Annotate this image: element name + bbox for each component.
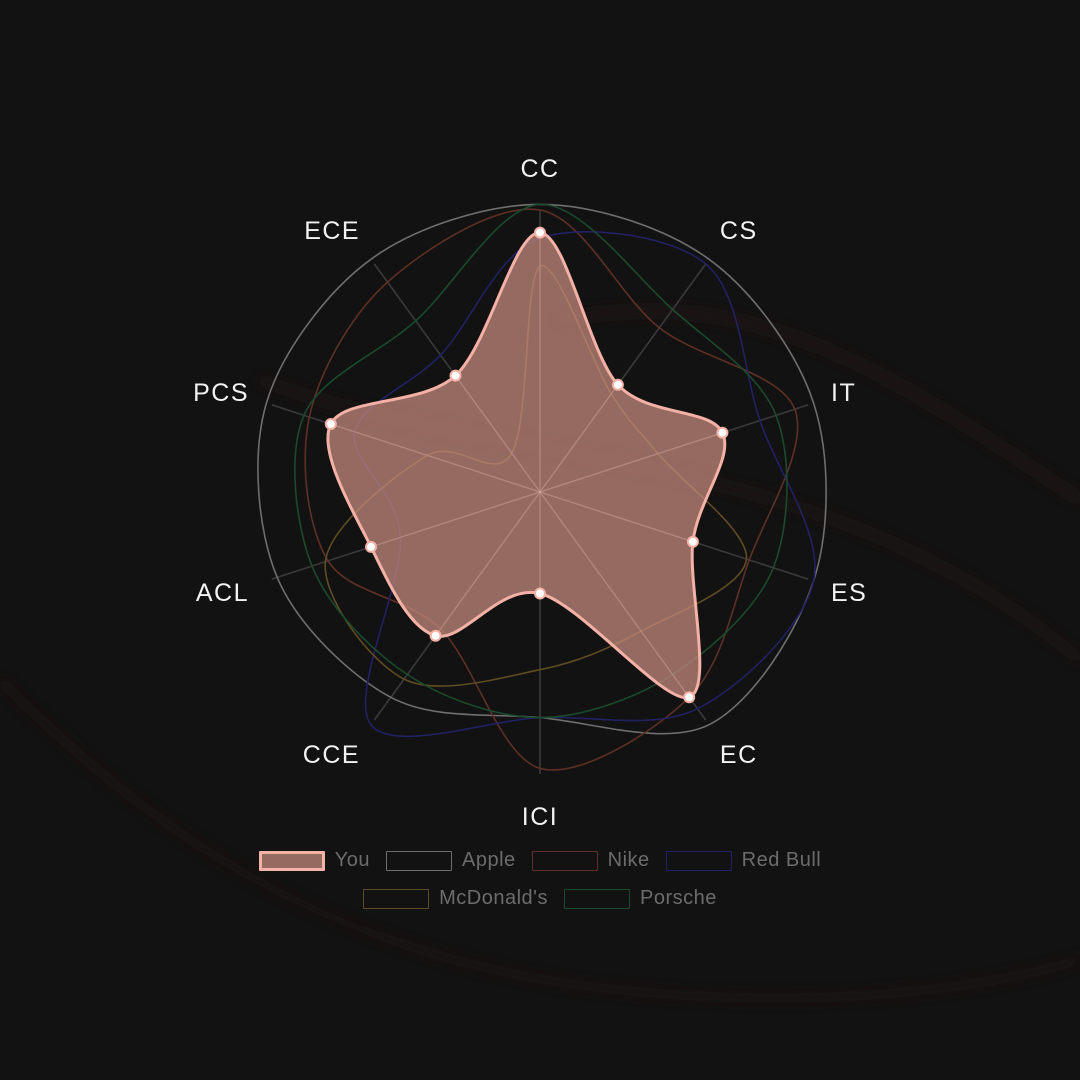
you-point-acl[interactable] xyxy=(365,540,377,553)
series-line-nike xyxy=(304,208,799,771)
you-point-it[interactable] xyxy=(716,426,729,439)
legend-row-2: McDonald's Porsche xyxy=(0,887,1080,910)
axis-label-cce: CCE xyxy=(303,741,360,769)
legend-swatch-nike xyxy=(531,850,598,871)
you-point-pcs[interactable] xyxy=(324,418,337,430)
legend-item-you[interactable]: You xyxy=(258,849,370,872)
axis-label-ec: EC xyxy=(720,741,758,769)
legend-item-apple[interactable]: Apple xyxy=(385,849,516,872)
you-spoke-cce xyxy=(435,491,541,637)
you-point-es[interactable] xyxy=(686,535,699,548)
axis-label-ici: ICI xyxy=(522,803,558,831)
legend-row-1: You Apple Nike Red Bull xyxy=(0,849,1080,872)
axis-label-ece: ECE xyxy=(304,217,360,245)
legend-label-red-bull: Red Bull xyxy=(741,849,822,871)
radar-series xyxy=(257,203,827,771)
you-spoke-it xyxy=(539,432,723,493)
axis-labels: CC CS IT ES EC ICI CCE ACL PCS ECE xyxy=(193,155,867,831)
axis-label-cs: CS xyxy=(720,217,758,245)
you-spoke-ece xyxy=(454,375,541,493)
legend-label-you: You xyxy=(334,849,370,871)
legend-swatch-you xyxy=(258,850,325,871)
legend-item-porsche[interactable]: Porsche xyxy=(563,887,717,910)
you-point-ece[interactable] xyxy=(449,369,462,382)
you-point-ici[interactable] xyxy=(534,587,546,600)
series-line-you xyxy=(326,231,727,700)
legend-label-nike: Nike xyxy=(607,849,650,871)
you-point-cs[interactable] xyxy=(611,378,624,391)
you-spoke-acl xyxy=(370,491,541,548)
axis-label-es: ES xyxy=(831,579,867,607)
you-spoke-pcs xyxy=(330,423,541,493)
you-point-cc[interactable] xyxy=(534,226,546,239)
axis-label-acl: ACL xyxy=(196,579,249,607)
you-point-cce[interactable] xyxy=(429,629,442,642)
you-spoke-ec xyxy=(539,491,690,698)
legend-item-red-bull[interactable]: Red Bull xyxy=(665,849,822,872)
you-spoke-cs xyxy=(539,384,619,493)
axis-label-pcs: PCS xyxy=(193,379,249,407)
legend-item-mcdonalds[interactable]: McDonald's xyxy=(363,887,548,910)
legend-item-nike[interactable]: Nike xyxy=(531,849,650,872)
legend-label-porsche: Porsche xyxy=(639,887,717,909)
legend-swatch-apple xyxy=(385,850,452,871)
legend-label-apple: Apple xyxy=(461,849,516,871)
legend-swatch-mcdonalds xyxy=(363,888,430,909)
legend-label-mcdonalds: McDonald's xyxy=(439,887,548,909)
you-point-ec[interactable] xyxy=(683,691,696,704)
legend-swatch-porsche xyxy=(563,888,630,909)
axis-label-it: IT xyxy=(831,379,856,407)
you-spoke-es xyxy=(539,491,694,543)
legend-swatch-red-bull xyxy=(665,850,732,871)
axis-label-cc: CC xyxy=(520,155,559,183)
series-line-porsche xyxy=(294,203,788,719)
